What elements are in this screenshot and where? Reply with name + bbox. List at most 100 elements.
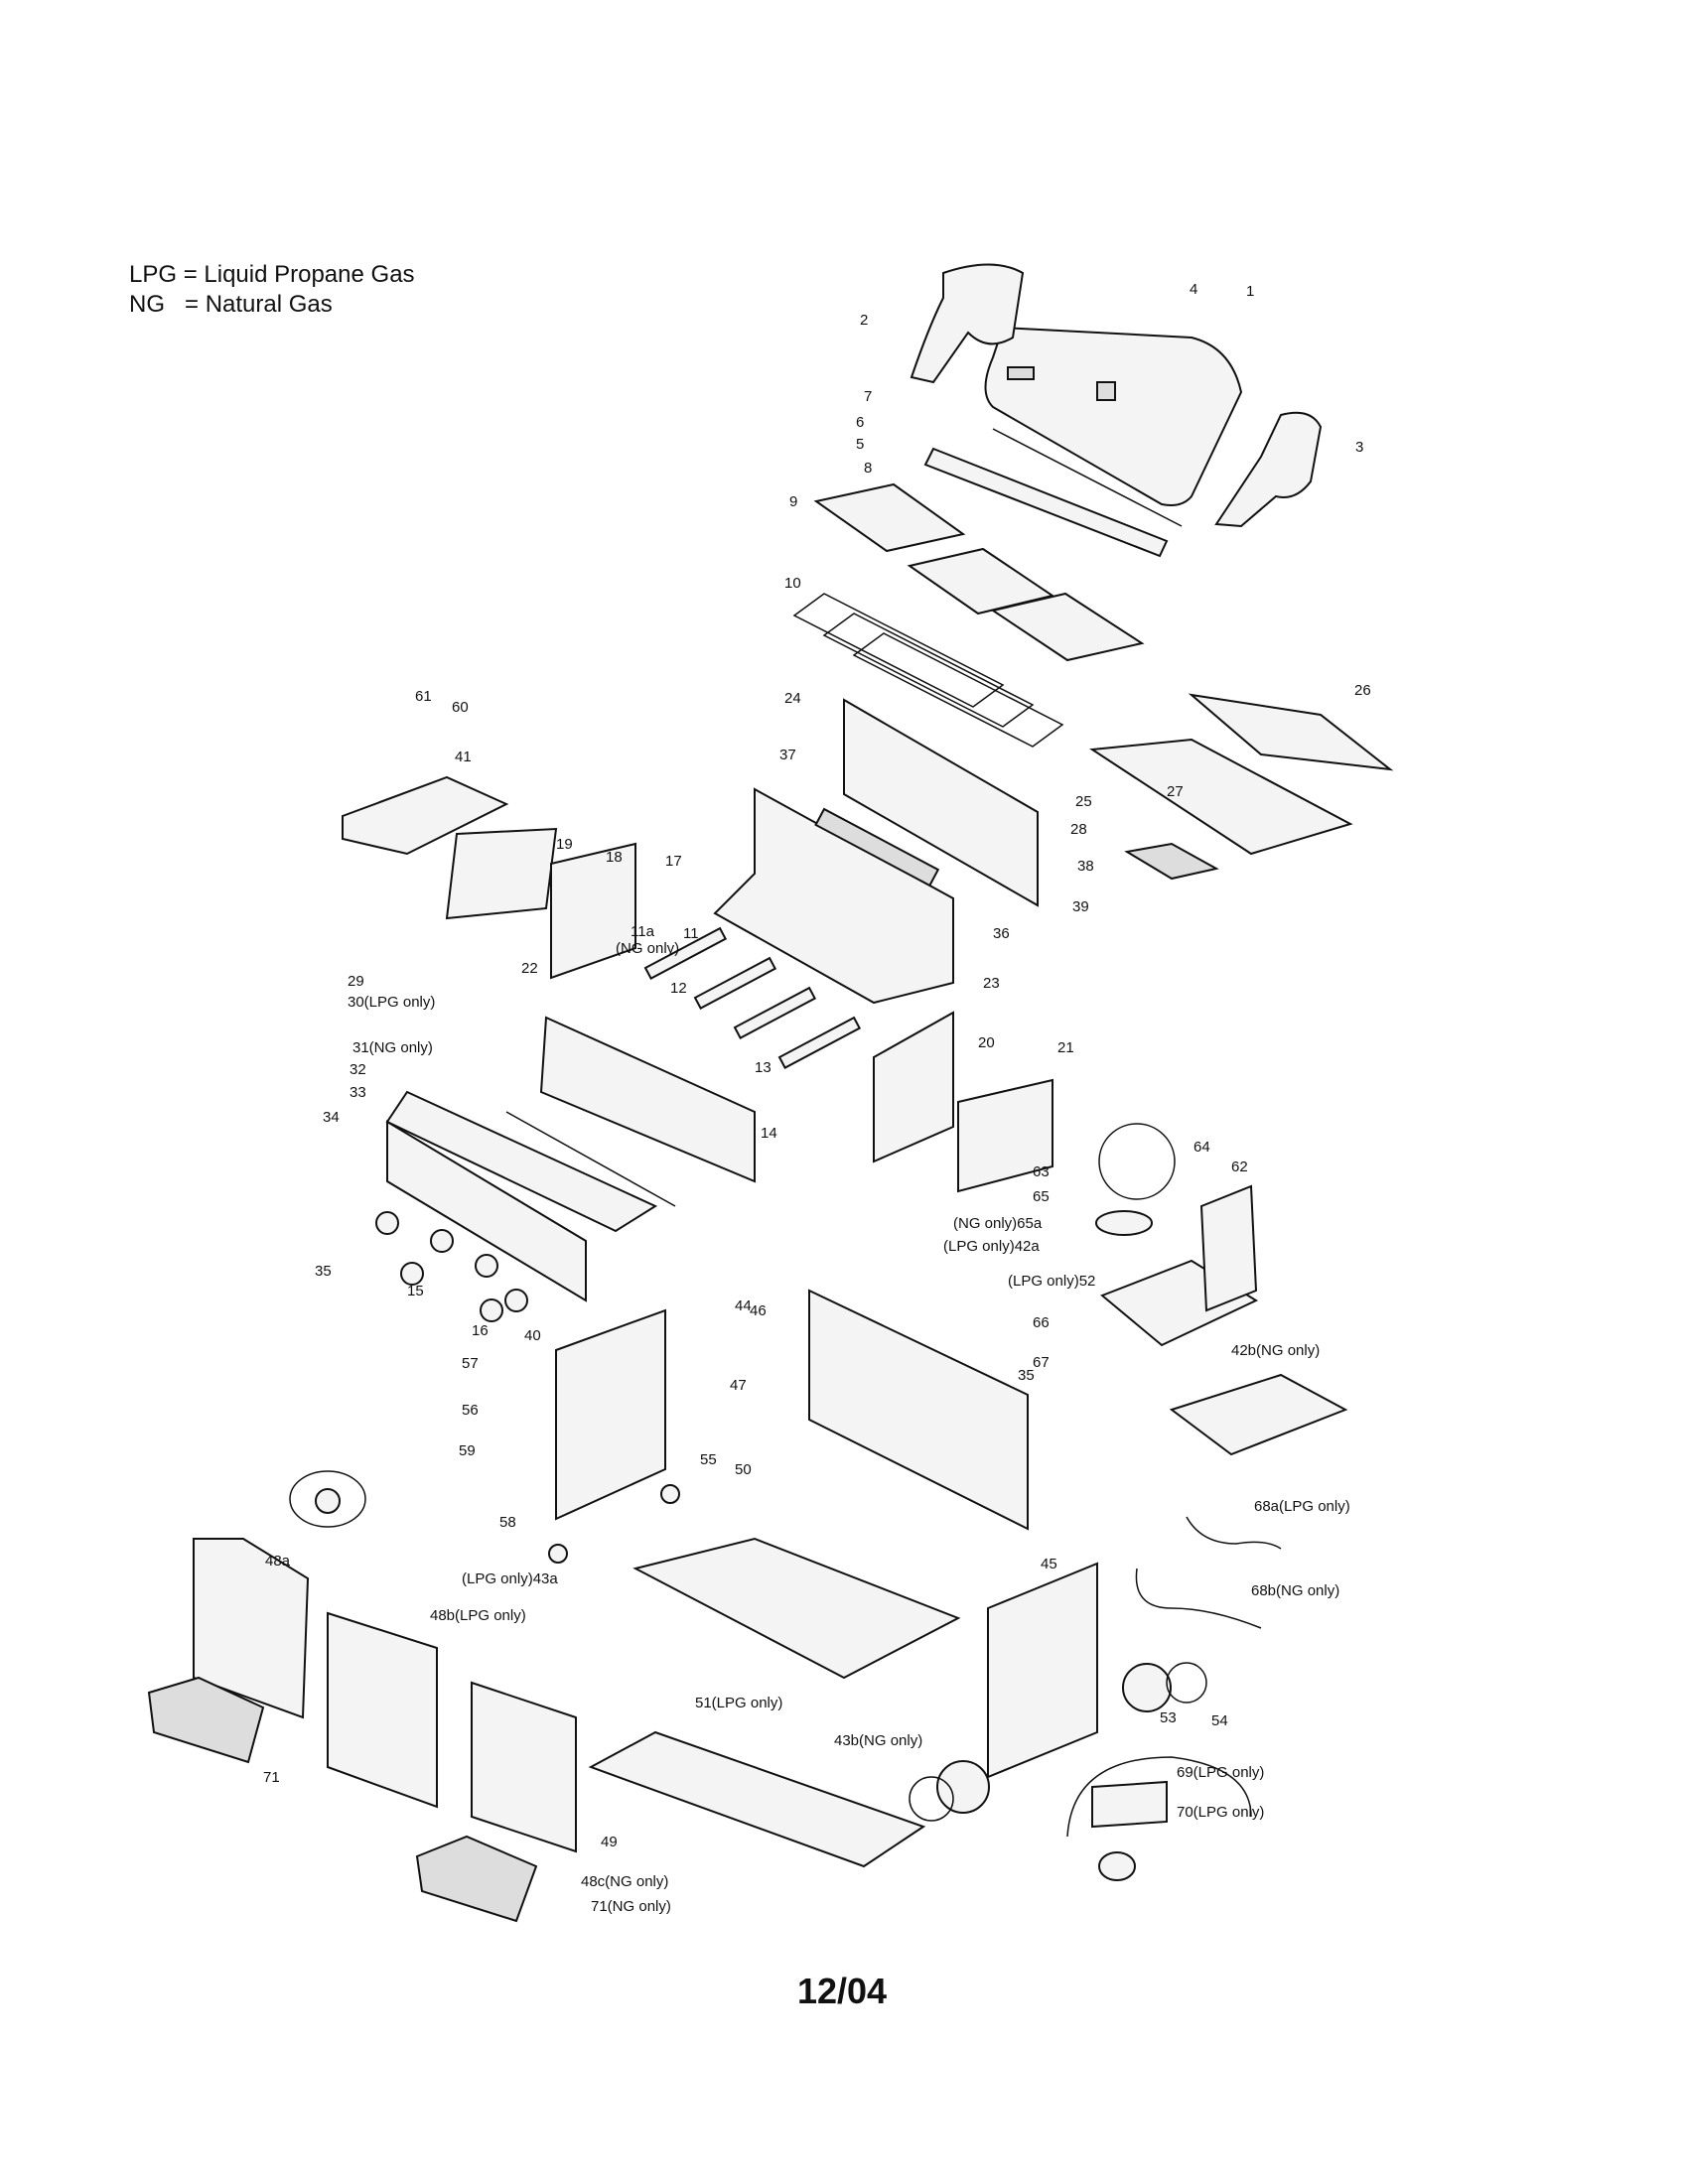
side-panel-right [873,1011,1053,1193]
callout-label: 65 [1033,1188,1050,1205]
control-knobs [375,1211,528,1322]
casters [548,1484,680,1564]
burner-tubes [643,926,862,1069]
gas-hoses [1135,1516,1282,1629]
callout-label: (LPG only)42a [943,1238,1040,1255]
callout-label: 57 [462,1355,479,1372]
lower-shelf-ng [588,1730,926,1868]
callout-label: 45 [1041,1556,1057,1572]
callout-label: 36 [993,925,1010,942]
cooking-grates [813,482,1145,662]
legend: LPG = Liquid Propane Gas NG = Natural Ga… [129,260,415,320]
callout-label: 35 [315,1263,332,1280]
callout-label: 31(NG only) [352,1039,433,1056]
callout-label: 51(LPG only) [695,1695,782,1711]
callout-label: 2 [860,312,868,329]
grease-tray [1089,693,1394,881]
callout-label: 10 [784,575,801,592]
callout-label: 43b(NG only) [834,1732,922,1749]
callout-label: 61 [415,688,432,705]
lid-part [984,326,1243,506]
callout-label: 17 [665,853,682,870]
side-shelf-left [342,775,636,980]
callout-label: 70(LPG only) [1177,1804,1264,1821]
warming-rack [923,447,1169,558]
side-burner [1095,1123,1259,1347]
callout-label: 49 [601,1834,618,1850]
callout-label: 32 [350,1061,366,1078]
callout-label: 25 [1075,793,1092,810]
callout-label: 64 [1193,1139,1210,1156]
legend-lpg-value: Liquid Propane Gas [204,261,415,288]
callout-label: 41 [455,749,472,765]
callout-label: 71 [263,1769,280,1786]
callout-label: 38 [1077,858,1094,875]
callout-label: 15 [407,1283,424,1299]
control-panel [385,1016,756,1302]
callout-label: 47 [730,1377,747,1394]
callout-label: 37 [779,747,796,763]
callout-label: 48a [265,1553,291,1570]
side-burner-ng [1169,1373,1348,1456]
lid-rod [992,428,1183,527]
callout-label: 11a [631,923,655,940]
cart-back-panel [808,1289,1029,1531]
tank-holder-inset [1066,1756,1252,1881]
cart-frame-right [987,1562,1098,1779]
callout-label: 19 [556,836,573,853]
callout-label: 53 [1160,1709,1177,1726]
legend-lpg-eq: = [183,261,198,288]
callout-label: 63 [1033,1163,1050,1180]
callout-label: 59 [459,1442,476,1459]
rear-heat-panel [843,698,1039,907]
storage-basket-right [415,1835,538,1923]
cabinet-panel-door [327,1611,438,1809]
cabinet-panel-right [471,1681,577,1853]
callout-label: 46 [750,1302,767,1319]
callout-label: (LPG only)52 [1008,1273,1095,1290]
callout-label: 27 [1167,783,1184,800]
callout-label: 40 [524,1327,541,1344]
callout-label: 21 [1057,1039,1074,1056]
callout-label: 8 [864,460,872,477]
callout-label: 67 [1033,1354,1050,1371]
callout-label: 55 [700,1451,717,1468]
callout-label: 69(LPG only) [1177,1764,1264,1781]
lid-end-cap-right [1214,411,1323,528]
callout-label: 11 [683,925,699,942]
callout-label: 33 [350,1084,366,1101]
flavor-bars [792,593,1064,748]
callout-label: (LPG only)43a [462,1570,558,1587]
callout-label: 66 [1033,1314,1050,1331]
cart-frame-left [555,1308,666,1521]
legend-row-lpg: LPG = Liquid Propane Gas [129,260,415,290]
callout-label: 58 [499,1514,516,1531]
callout-label: 23 [983,975,1000,992]
callout-label: 5 [856,436,864,453]
legend-ng-key: NG [129,291,165,318]
callout-label: 54 [1211,1712,1228,1729]
callout-label: 6 [856,414,864,431]
callout-label: 29 [348,973,364,990]
callout-label: 44 [735,1297,752,1314]
wheels [909,1662,1207,1822]
callout-label: 34 [323,1109,340,1126]
callout-label: 30(LPG only) [348,994,435,1011]
callout-label: 71(NG only) [591,1898,671,1915]
callout-label: 22 [521,960,538,977]
callout-label: 13 [755,1059,772,1076]
footer-date: 12/04 [796,1971,888,2011]
lid-end-cap-left [910,263,1025,384]
firebox [713,787,954,1005]
cabinet-panel-left [193,1538,310,1719]
callout-label: 60 [452,699,469,716]
callout-label: 12 [670,980,687,997]
callout-label: 68b(NG only) [1251,1582,1339,1599]
callout-label: (NG only)65a [953,1215,1043,1232]
callout-label: 3 [1355,439,1363,456]
legend-lpg-key: LPG [129,261,178,288]
callout-label: (NG only) [616,940,679,957]
callout-label: 62 [1231,1159,1248,1175]
